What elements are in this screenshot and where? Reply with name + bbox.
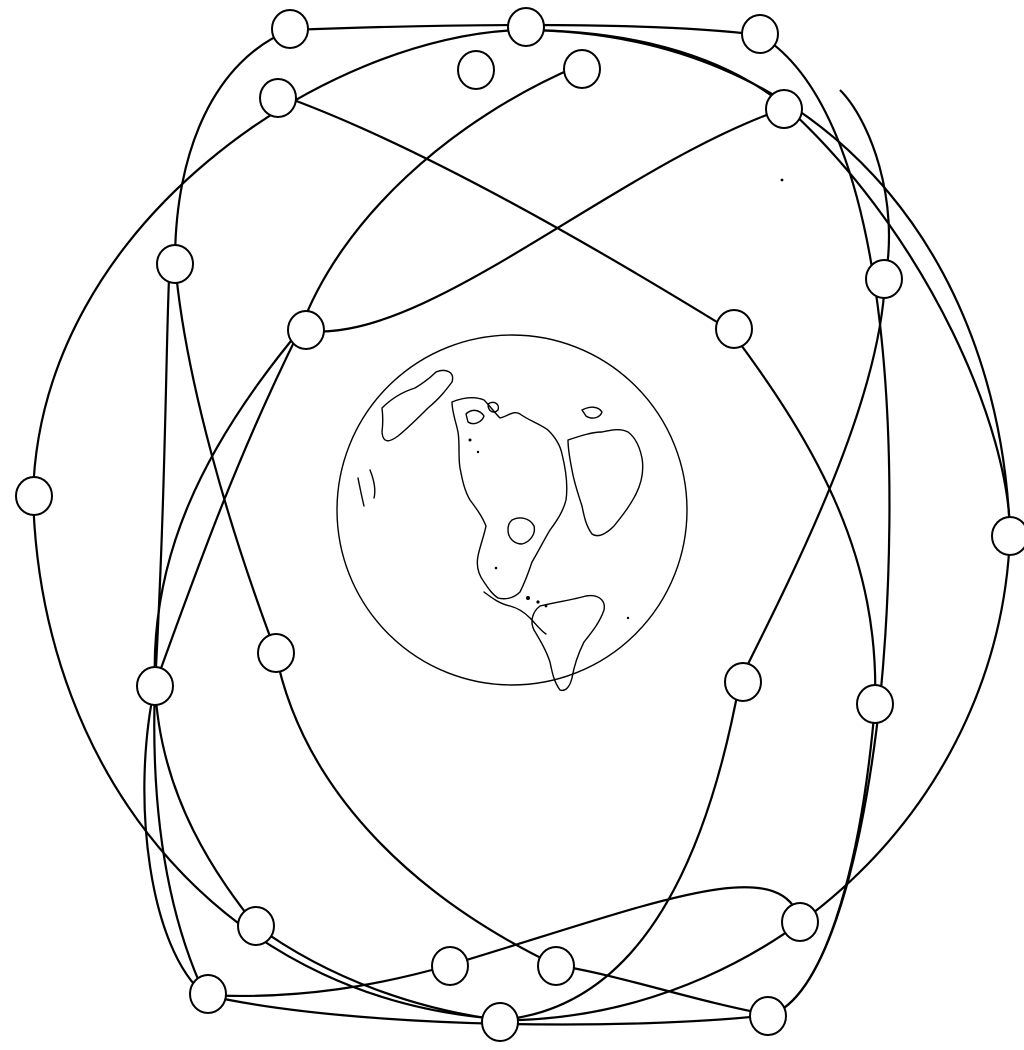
satellite	[260, 79, 296, 117]
satellite	[432, 947, 468, 985]
satellite	[750, 997, 786, 1035]
satellite	[766, 90, 802, 128]
satellite	[458, 51, 494, 89]
satellite	[716, 310, 752, 348]
satellite	[564, 50, 600, 88]
satellite	[857, 685, 893, 723]
satellite	[16, 477, 52, 515]
satellite	[238, 907, 274, 945]
satellite	[538, 947, 574, 985]
satellite	[258, 634, 294, 672]
satellite	[866, 260, 902, 298]
satellite	[482, 1003, 518, 1041]
satellite	[992, 517, 1024, 555]
earth-disc	[337, 335, 687, 685]
satellite	[272, 10, 308, 48]
satellite	[288, 311, 324, 349]
satellite	[157, 245, 193, 283]
satellite	[742, 15, 778, 53]
satellite	[725, 663, 761, 701]
satellite	[190, 975, 226, 1013]
earth-globe	[337, 179, 783, 691]
satellite	[508, 8, 544, 46]
satellite	[137, 667, 173, 705]
satellite	[782, 903, 818, 941]
